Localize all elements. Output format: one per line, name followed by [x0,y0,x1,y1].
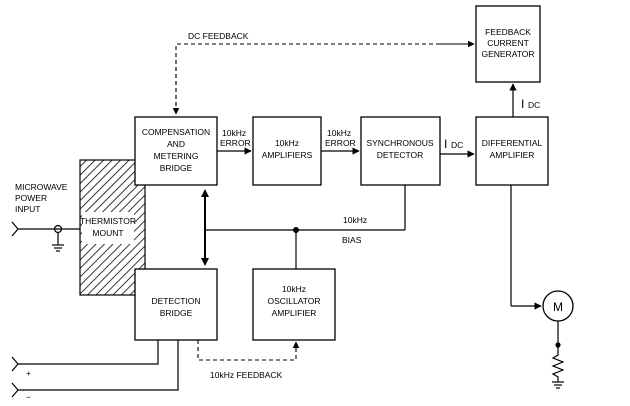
bias-label-2: BIAS [342,235,362,245]
block-amplifiers: 10kHz AMPLIFIERS [252,116,322,186]
error-path-2: 10kHz ERROR [321,128,360,155]
sync-detector-label-2: DETECTOR [377,150,424,160]
idc-vertical-label: I [521,97,524,111]
error1-label-2: ERROR [220,138,251,148]
bias-bus: 10kHz BIAS [205,185,406,269]
plus-label: + [26,368,31,378]
oscillator-label-1: 10kHz [282,284,306,294]
diff-amp-label-2: AMPLIFIER [490,150,535,160]
oscillator-label-2: OSCILLATOR [267,296,320,306]
block-differential-amplifier: DIFFERENTIAL AMPLIFIER [475,116,549,186]
khz-feedback-path: 10kHz FEEDBACK [197,340,300,380]
thermistor-label-1: THERMISTOR [80,216,136,226]
block-detection-bridge: DETECTION BRIDGE [134,268,218,341]
fcg-label-3: GENERATOR [481,49,534,59]
fcg-label-2: CURRENT [487,38,529,48]
meter-section: M [510,185,574,389]
idc-feedback-path: I DC [509,83,540,117]
block-compensation-bridge: COMPENSATION AND METERING BRIDGE [134,116,218,186]
microwave-label-3: INPUT [15,204,41,214]
block-feedback-current-generator: FEEDBACK CURRENT GENERATOR [475,5,541,83]
detection-label-2: BRIDGE [160,308,193,318]
thermistor-label-2: MOUNT [92,228,123,238]
idc-vertical-subscript: DC [528,100,540,110]
block-oscillator-amplifier: 10kHz OSCILLATOR AMPLIFIER [252,268,336,341]
compensation-label-2: AND [167,139,185,149]
bridge-link [201,189,209,266]
oscillator-label-3: AMPLIFIER [272,308,317,318]
idc-path: I DC [440,137,475,158]
error2-label-1: 10kHz [327,128,351,138]
compensation-label-4: BRIDGE [160,163,193,173]
bias-label-1: 10kHz [343,215,367,225]
dc-feedback-path: DC FEEDBACK [172,31,475,115]
microwave-label-2: POWER [15,193,47,203]
fcg-label-1: FEEDBACK [485,27,531,37]
minus-label: − [26,392,31,402]
resistor-icon [551,345,565,382]
idc-subscript: DC [451,140,463,150]
khz-feedback-label: 10kHz FEEDBACK [210,370,283,380]
thermistor-mount: THERMISTOR MOUNT [79,159,146,296]
compensation-label-3: METERING [154,151,199,161]
amplifiers-label-2: AMPLIFIERS [262,150,313,160]
microwave-input: MICROWAVE POWER INPUT [11,182,80,252]
compensation-label-1: COMPENSATION [142,127,210,137]
sync-detector-label-1: SYNCHRONOUS [366,138,433,148]
error1-label-1: 10kHz [222,128,246,138]
amplifiers-label-1: 10kHz [275,138,299,148]
meter-label: M [553,300,563,314]
diff-amp-label-1: DIFFERENTIAL [482,138,543,148]
output-terminals: + − [11,340,179,402]
error-path-1: 10kHz ERROR [217,128,252,155]
idc-label: I [444,137,447,151]
microwave-label-1: MICROWAVE [15,182,68,192]
error2-label-2: ERROR [325,138,356,148]
detection-label-1: DETECTION [151,296,200,306]
block-synchronous-detector: SYNCHRONOUS DETECTOR [360,116,441,186]
dc-feedback-label: DC FEEDBACK [188,31,249,41]
